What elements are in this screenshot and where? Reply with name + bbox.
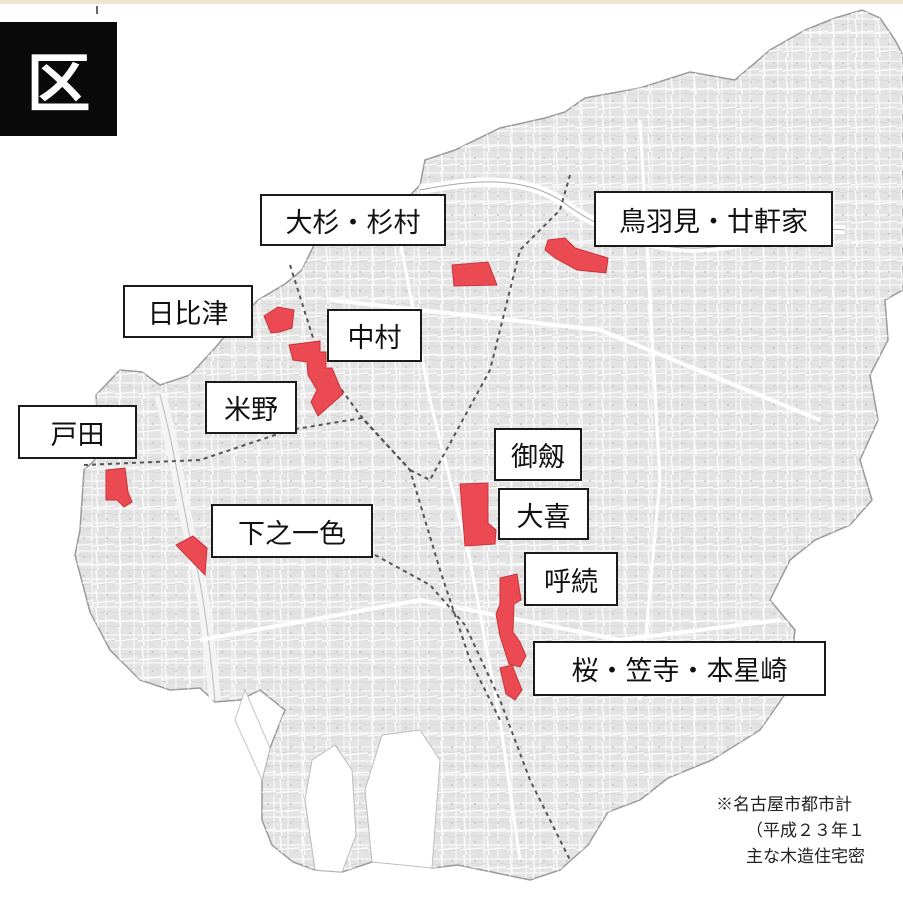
note-line-2: （平成２３年１	[746, 821, 865, 841]
label-shimonoisshiki: 下之一色	[211, 504, 373, 558]
label-yobitsugi: 呼続	[524, 552, 618, 606]
port-area	[304, 744, 357, 873]
label-sakura-kasadera-motohoshizaki: 桜・笠寺・本星崎	[533, 641, 826, 696]
source-note: ※名古屋市都市計 （平成２３年１ 主な木造住宅密	[716, 792, 903, 870]
district-tobami-nijikenya	[544, 237, 609, 274]
label-nakamura: 中村	[327, 309, 422, 362]
note-line-3: 主な木造住宅密	[746, 847, 865, 867]
tick-mark	[96, 6, 98, 14]
label-toda: 戸田	[18, 405, 137, 459]
label-osugi-sugimura: 大杉・杉村	[260, 194, 446, 246]
label-tobami-nijikenya: 鳥羽見・廿軒家	[594, 191, 833, 247]
note-line-1: ※名古屋市都市計	[716, 795, 852, 815]
label-hibitsu: 日比津	[123, 285, 253, 338]
district-yobitsugi	[495, 573, 527, 668]
district-sakura	[499, 664, 523, 701]
district-shimonoisshiki	[175, 535, 208, 577]
ward-badge: 区	[0, 22, 117, 136]
district-toda	[105, 467, 133, 508]
top-strip	[0, 0, 903, 4]
label-daiki: 大喜	[498, 488, 589, 540]
district-nakamura	[288, 340, 344, 417]
district-osugi-sugimura	[451, 261, 498, 287]
label-gokuraku: 御劔	[494, 428, 582, 481]
district-hibitsu	[263, 306, 295, 334]
label-komeno: 米野	[205, 381, 297, 434]
district-gokuraku-daiki	[459, 482, 497, 547]
